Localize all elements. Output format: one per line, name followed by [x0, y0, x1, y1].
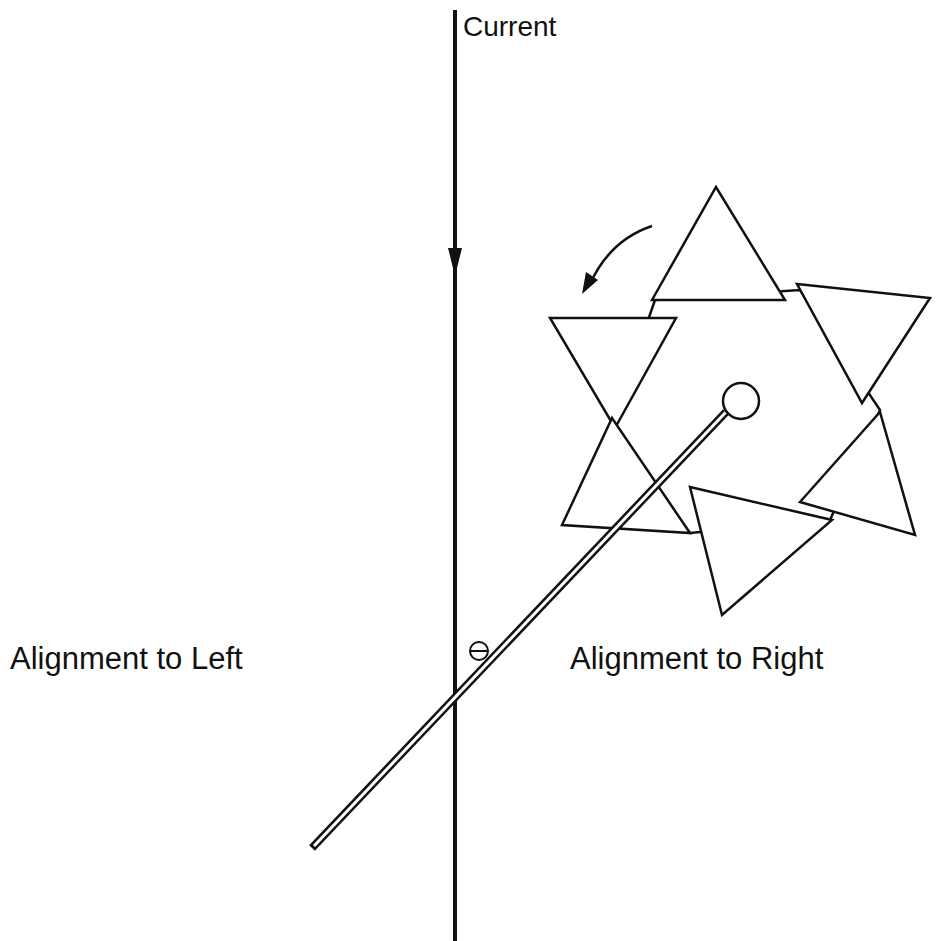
- current-label: Current: [463, 12, 556, 43]
- current-line: [453, 10, 457, 941]
- electron-minus: [471, 650, 487, 652]
- rotor-blades: [550, 187, 930, 615]
- rod-core: [314, 412, 726, 846]
- rotation-arrow: [590, 226, 652, 284]
- rotation-arrowhead: [582, 272, 598, 294]
- current-arrowhead: [448, 248, 462, 276]
- electron-symbol: [470, 642, 488, 660]
- region-label: Alignment to Left: [10, 642, 243, 676]
- rod-outline: [312, 412, 726, 848]
- region-label: Alignment to Right: [570, 642, 823, 676]
- rod-ball: [723, 383, 759, 419]
